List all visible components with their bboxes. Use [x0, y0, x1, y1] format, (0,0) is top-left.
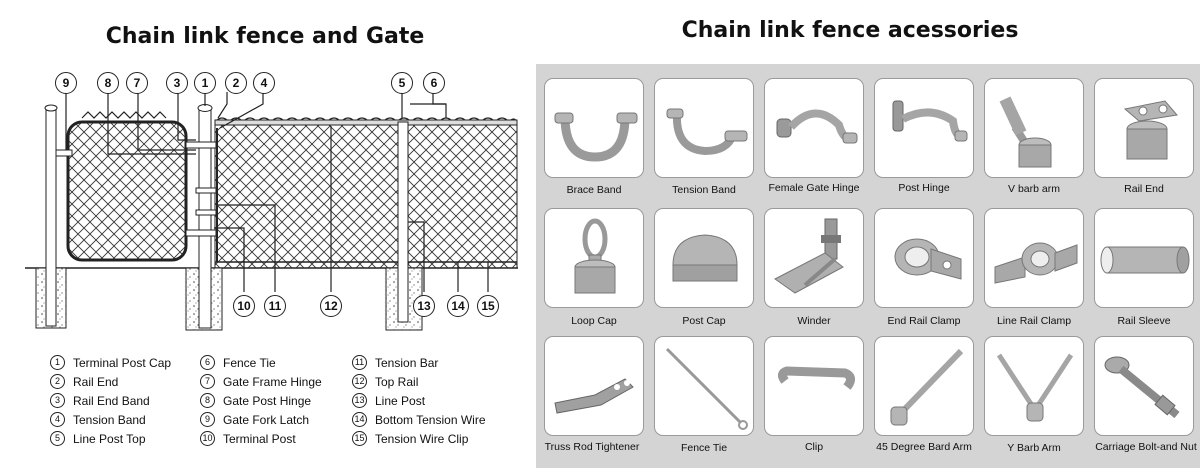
accessory-label: Truss Rod Tightener [544, 441, 640, 453]
accessories-panel: Brace Band Tension Band Female Gate Hing… [536, 64, 1200, 468]
rail-end-icon [1123, 100, 1178, 160]
accessory-label: Brace Band [566, 184, 622, 196]
callout-4: 4 [253, 72, 275, 94]
accessories-title: Chain link fence acessories [681, 18, 1019, 43]
accessory-card [984, 208, 1084, 308]
diagram-title: Chain link fence and Gate [105, 24, 425, 49]
accessory-card [764, 208, 864, 308]
accessory-label: V barb arm [1008, 183, 1060, 195]
callout-5: 5 [391, 72, 413, 94]
accessory-card [544, 78, 644, 178]
accessory-card [874, 78, 974, 178]
accessory-label: Rail Sleeve [1117, 315, 1171, 327]
fence-diagram-section: Chain link fence and Gate [0, 0, 530, 469]
winder-icon [774, 218, 844, 294]
gate-post [45, 107, 57, 327]
v-barb-arm-icon [999, 96, 1052, 168]
accessory-label: Loop Cap [571, 315, 617, 327]
callout-2: 2 [225, 72, 247, 94]
accessory-label: Fence Tie [680, 442, 728, 454]
accessory-card [654, 208, 754, 308]
fence-drawing [25, 92, 518, 331]
accessory-label: Post Hinge [898, 182, 950, 194]
callout-1: 1 [194, 72, 216, 94]
accessory-card [984, 78, 1084, 178]
callout-14: 14 [447, 295, 469, 317]
accessory-label: Winder [797, 315, 831, 327]
tension-band-icon [666, 108, 748, 156]
accessory-label: Y Barb Arm [1007, 442, 1061, 454]
accessory-card [544, 208, 644, 308]
callout-12: 12 [320, 295, 342, 317]
top-rail [214, 119, 518, 126]
terminal-post [198, 107, 212, 329]
accessory-card [654, 78, 754, 178]
post-hinge-icon [892, 100, 968, 142]
accessory-card [764, 78, 864, 178]
rail-sleeve-icon [1100, 246, 1190, 274]
accessory-label: Tension Band [672, 184, 736, 196]
accessory-card [874, 336, 974, 436]
callout-6: 6 [423, 72, 445, 94]
callout-10: 10 [233, 295, 255, 317]
accessory-label: End Rail Clamp [887, 315, 961, 327]
post-cap-icon [672, 234, 738, 282]
line-post [397, 121, 409, 323]
accessory-card [654, 336, 754, 436]
gate-frame [66, 120, 188, 262]
accessory-card [984, 336, 1084, 436]
clip-icon [777, 366, 855, 390]
gate-barb [81, 111, 167, 119]
accessory-label: Carriage Bolt-and Nut [1095, 441, 1197, 453]
female-gate-hinge-icon [776, 109, 858, 144]
accessory-label: Post Cap [682, 315, 726, 327]
callout-8: 8 [97, 72, 119, 94]
accessory-label: Line Rail Clamp [996, 315, 1072, 327]
accessory-card [764, 336, 864, 436]
y-barb-arm-icon [996, 353, 1074, 422]
callout-3: 3 [166, 72, 188, 94]
accessory-card [1094, 208, 1194, 308]
accessory-card [544, 336, 644, 436]
brace-band-icon [554, 112, 638, 162]
accessory-label: Clip [804, 441, 824, 453]
fence-tie-icon [665, 347, 748, 430]
accessory-card [874, 208, 974, 308]
accessory-label: Rail End [1124, 183, 1164, 195]
accessories-section: Chain link fence acessories [530, 0, 1200, 469]
callout-15: 15 [477, 295, 499, 317]
carriage-bolt-icon [1104, 356, 1180, 419]
callout-11: 11 [264, 295, 286, 317]
callout-7: 7 [126, 72, 148, 94]
45-degree-barb-arm-icon [890, 348, 964, 426]
callout-13: 13 [413, 295, 435, 317]
accessory-label: 45 Degree Bard Arm [876, 441, 972, 453]
accessory-card [1094, 336, 1194, 436]
callout-9: 9 [55, 72, 77, 94]
loop-cap-icon [574, 218, 616, 294]
truss-rod-tightener-icon [554, 378, 634, 414]
fence-mesh [214, 121, 518, 269]
end-rail-clamp-icon [894, 238, 962, 280]
accessory-card [1094, 78, 1194, 178]
accessory-label: Female Gate Hinge [768, 182, 860, 194]
line-rail-clamp-icon [994, 242, 1078, 284]
